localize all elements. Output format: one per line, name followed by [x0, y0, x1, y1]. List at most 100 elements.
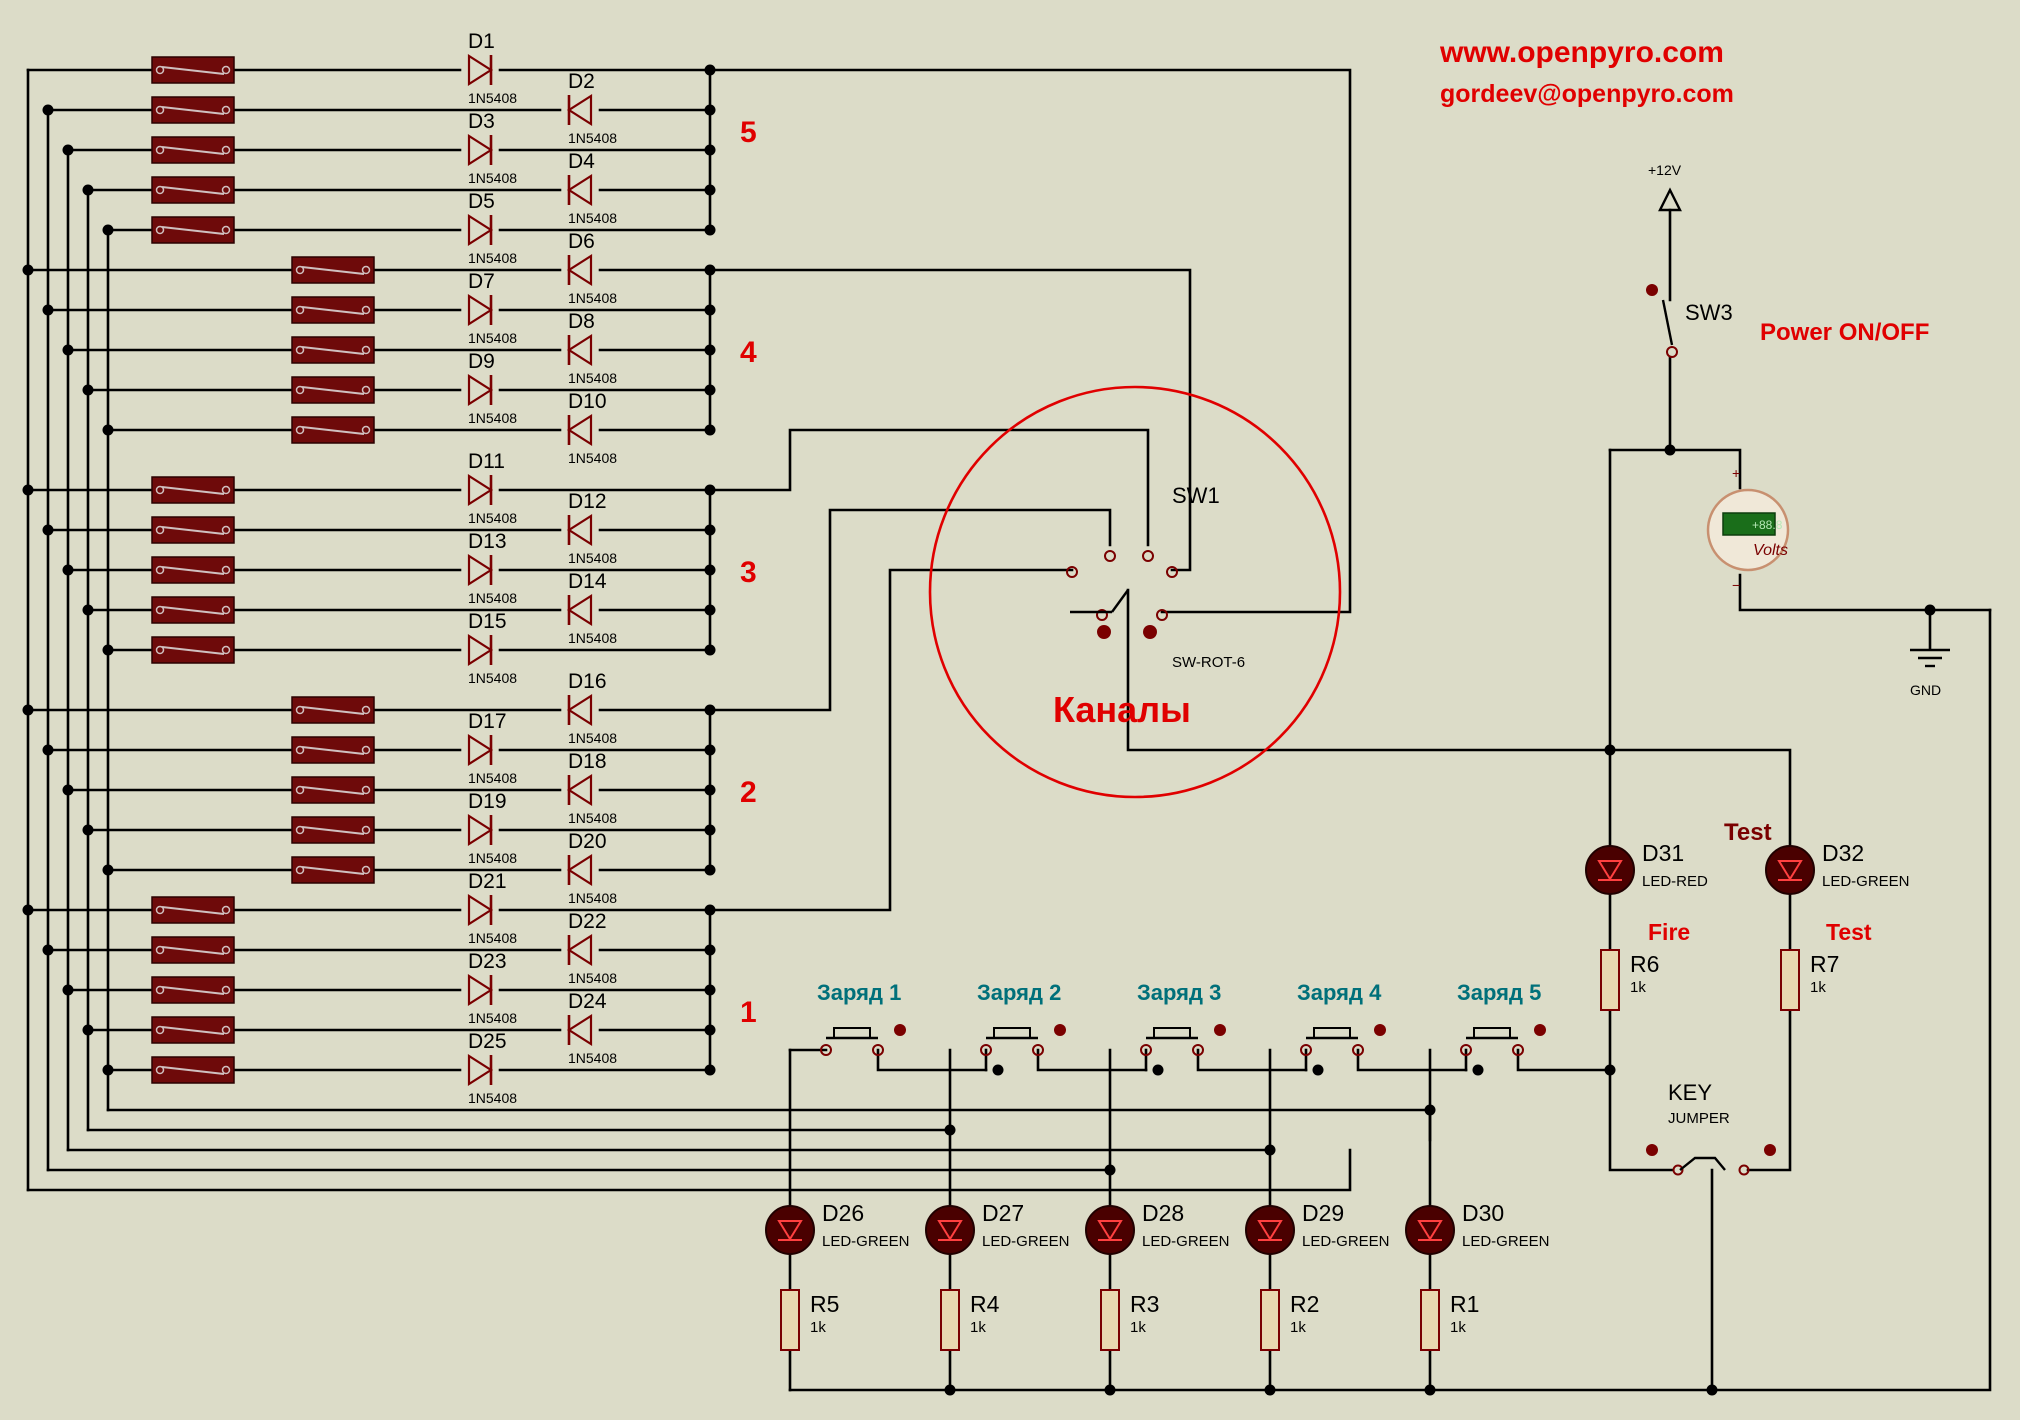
junction-dot	[704, 1064, 716, 1076]
junction-dot	[82, 384, 94, 396]
diode-part: 1N5408	[468, 930, 517, 946]
diode-triangle	[566, 853, 593, 887]
button-cap	[833, 1027, 871, 1039]
button-indicator	[894, 1024, 906, 1036]
fuse	[151, 636, 235, 664]
diode-part: 1N5408	[568, 970, 617, 986]
fuse-end	[221, 565, 231, 575]
diode-triangle	[566, 413, 593, 447]
switch-contact	[1066, 566, 1078, 578]
key-contact	[1738, 1164, 1750, 1176]
switch-arm	[1111, 589, 1129, 613]
fuse-end	[361, 385, 371, 395]
voltmeter-reading: +88.8	[1752, 518, 1783, 532]
diode-ref: D7	[468, 270, 495, 293]
diode-part: 1N5408	[568, 130, 617, 146]
fuse-wire	[161, 486, 225, 495]
button-contact	[820, 1044, 832, 1056]
diode-part: 1N5408	[468, 90, 517, 106]
led-body	[925, 1205, 975, 1255]
junction-dot	[82, 184, 94, 196]
junction-dot	[102, 864, 114, 876]
led-part: LED-GREEN	[1462, 1233, 1550, 1250]
junction-dot	[42, 944, 54, 956]
junction-dot	[62, 344, 74, 356]
fuse-end	[295, 705, 305, 715]
fuse	[151, 96, 235, 124]
button-cap	[1313, 1027, 1351, 1039]
wire	[1608, 448, 1742, 490]
fuse	[291, 376, 375, 404]
resistor-body	[1260, 1289, 1280, 1351]
charge-button-4: Заряд 4	[1297, 980, 1386, 1056]
led-part: LED-GREEN	[982, 1233, 1070, 1250]
charge-button-3: Заряд 3	[1137, 980, 1226, 1056]
wire	[708, 508, 1112, 712]
fuse-end	[155, 645, 165, 655]
wire	[708, 568, 1074, 912]
fuse-end	[221, 525, 231, 535]
fuse-end	[155, 985, 165, 995]
junction-dot	[82, 1024, 94, 1036]
fuse-end	[361, 425, 371, 435]
website-text[interactable]: www.openpyro.com	[1439, 36, 1724, 69]
junction-dot	[1152, 1064, 1164, 1076]
junction-dot	[1424, 1104, 1436, 1116]
group-number-3: 3	[740, 556, 757, 589]
fuse-wire	[301, 706, 365, 715]
fuse-end	[155, 565, 165, 575]
key-contact	[1672, 1164, 1684, 1176]
email-text[interactable]: gordeev@openpyro.com	[1440, 80, 1734, 108]
fuse-end	[295, 745, 305, 755]
resistor-ref: R5	[810, 1291, 839, 1317]
led-triangle	[937, 1220, 963, 1241]
fuse-end	[221, 185, 231, 195]
fuse-end	[221, 985, 231, 995]
junction-dot	[704, 144, 716, 156]
resistor-value: 1k	[1630, 979, 1646, 996]
junction-dot	[42, 304, 54, 316]
voltmeter-unit: Volts	[1753, 542, 1788, 559]
fuse-end	[221, 905, 231, 915]
junction-dot	[22, 704, 34, 716]
fuse-wire	[161, 906, 225, 915]
resistor-ref: R6	[1630, 951, 1659, 977]
junction-dot	[1424, 1384, 1436, 1396]
diode-ref: D21	[468, 870, 507, 893]
diode-part: 1N5408	[568, 810, 617, 826]
led-ref: D29	[1302, 1200, 1344, 1226]
sw1-part: SW-ROT-6	[1172, 654, 1245, 671]
diode-triangle	[566, 333, 593, 367]
fuse-wire	[161, 986, 225, 995]
diode-part: 1N5408	[568, 890, 617, 906]
voltmeter-minus: −	[1732, 577, 1740, 593]
junction-dot	[102, 1064, 114, 1076]
button-contact	[980, 1044, 992, 1056]
button-contact	[1512, 1044, 1524, 1056]
led-body	[1405, 1205, 1455, 1255]
button-contact	[1460, 1044, 1472, 1056]
sw3-indicator	[1646, 284, 1658, 296]
junction-dot	[1312, 1064, 1324, 1076]
resistor-value: 1k	[1290, 1319, 1306, 1336]
junction-dot	[704, 864, 716, 876]
diode-part: 1N5408	[568, 290, 617, 306]
fuse-wire	[161, 66, 225, 75]
diode-triangle	[467, 373, 494, 407]
switch-contact	[1104, 550, 1116, 562]
led-triangle	[1597, 860, 1623, 881]
button-contact	[1352, 1044, 1364, 1056]
fuse-end	[295, 865, 305, 875]
fuse	[291, 416, 375, 444]
diode-part: 1N5408	[568, 450, 617, 466]
